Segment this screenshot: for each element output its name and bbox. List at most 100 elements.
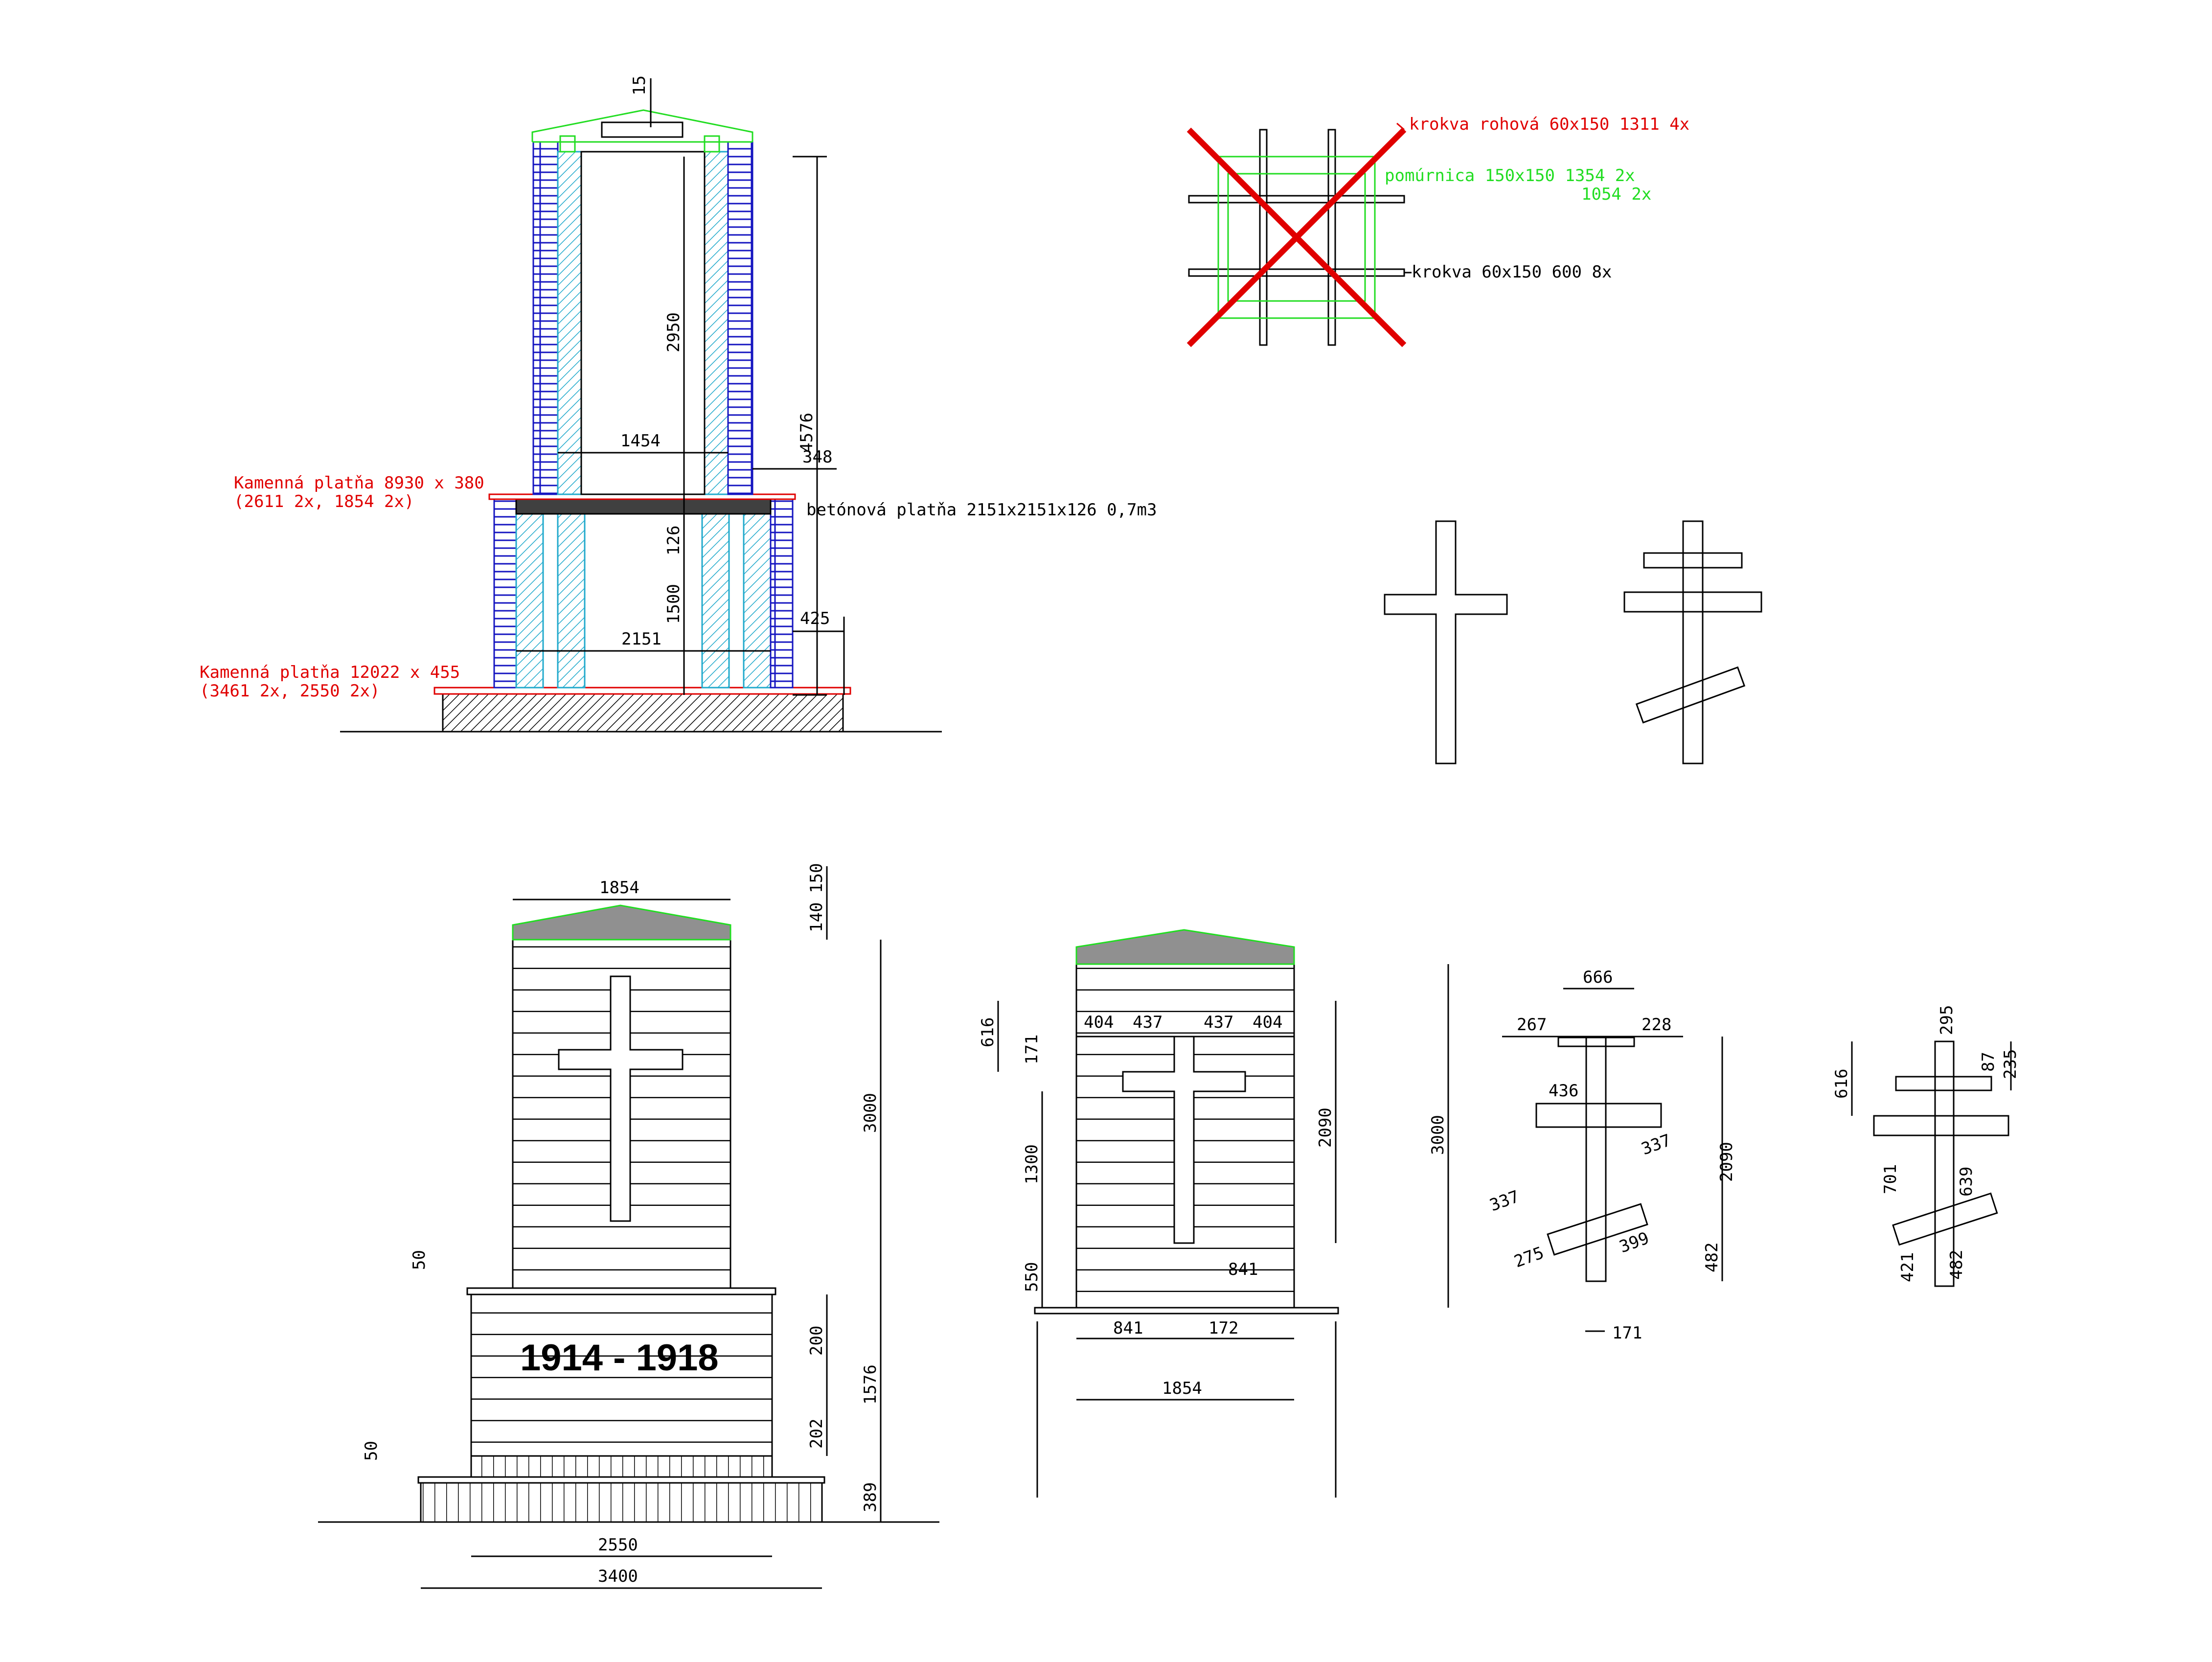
dim-2151: 2151 [621, 629, 661, 649]
front-dim-202: 202 [807, 1419, 826, 1449]
rafter-plan [1186, 122, 1412, 347]
side-roof [1075, 929, 1295, 965]
front-dim-2550: 2550 [598, 1535, 638, 1555]
cd1-dim-666: 666 [1583, 968, 1613, 987]
side-dim-404b: 404 [1253, 1013, 1282, 1032]
cd2-dim-639: 639 [1957, 1167, 1976, 1197]
cross-detail-1 [1447, 964, 1723, 1332]
side-dim-1300: 1300 [1022, 1144, 1042, 1184]
roof-truss-left [559, 135, 576, 153]
front-dim-150: 150 [807, 863, 826, 893]
memorial-years: 1914 - 1918 [520, 1337, 719, 1379]
side-dim-616: 616 [978, 1017, 998, 1047]
cross-detail-2 [1851, 1040, 2012, 1287]
cd1-stem [1585, 1036, 1607, 1282]
cd1-dim-337b: 337 [1639, 1131, 1673, 1159]
side-dim-437b: 437 [1204, 1013, 1233, 1032]
front-dim-200: 200 [807, 1326, 826, 1356]
stone-upper-label: Kamenná platňa 8930 x 380 [234, 473, 484, 493]
cd1-dim-228: 228 [1642, 1015, 1671, 1035]
cd2-main-bar [1873, 1115, 2009, 1136]
stone-lower-label: Kamenná platňa 12022 x 455 [200, 663, 460, 682]
front-dim-1576: 1576 [861, 1364, 880, 1405]
cd2-dim-616: 616 [1832, 1069, 1851, 1099]
cd2-dim-482: 482 [1947, 1250, 1966, 1280]
front-plinth-slats [470, 1455, 773, 1478]
cd1-dim-267: 267 [1517, 1015, 1547, 1035]
concrete-label: betónová platňa 2151x2151x126 0,7m3 [806, 500, 1157, 520]
purlin-label-2: 1054 2x [1581, 185, 1651, 204]
cd1-dim-171: 171 [1612, 1323, 1642, 1343]
rafter-horizontal-1 [1188, 195, 1405, 204]
cd1-foot-bar [1547, 1203, 1648, 1256]
cd2-dim-701: 701 [1881, 1164, 1900, 1194]
inner-opening [580, 151, 706, 495]
dim-126: 126 [664, 526, 684, 555]
cd1-dim-2090: 2090 [1717, 1142, 1736, 1182]
section-view: 15 2950 4576 1454 348 126 1500 425 2151 [340, 75, 942, 733]
cd1-dim-482: 482 [1702, 1243, 1722, 1272]
cd1-dim-3000: 3000 [1428, 1115, 1448, 1155]
front-dim-50a: 50 [410, 1250, 429, 1270]
cd2-dim-87: 87 [1979, 1052, 1998, 1072]
roof-truss-right [704, 135, 720, 153]
side-view [997, 929, 1339, 1498]
rafter-vertical-1 [1259, 129, 1268, 346]
rafter-common-label: krokva 60x150 600 8x [1412, 262, 1612, 282]
side-dim-171: 171 [1022, 1035, 1042, 1064]
side-dim-2090: 2090 [1316, 1108, 1335, 1148]
lower-wall-left-inner [515, 513, 544, 689]
rafter-vertical-2 [1327, 129, 1336, 346]
cd1-dim-337a: 337 [1487, 1187, 1522, 1216]
front-dim-140: 140 [807, 902, 826, 932]
front-view [318, 866, 939, 1589]
cd2-dim-235: 235 [2001, 1049, 2020, 1079]
front-dim-1854: 1854 [599, 878, 639, 898]
front-dim-50b: 50 [362, 1441, 381, 1461]
rafter-horizontal-2 [1188, 268, 1405, 277]
concrete-slab [515, 498, 772, 515]
purlin-outer [1217, 156, 1376, 319]
dim-15: 15 [630, 75, 649, 95]
dim-1454: 1454 [620, 431, 661, 451]
section-foundation [442, 693, 844, 733]
lower-wall-left-outer [493, 498, 517, 689]
upper-wall-right-outer [727, 141, 753, 495]
rafter-corner-label: krokva rohová 60x150 1311 4x [1409, 115, 1689, 134]
lower-wall-left-mid [557, 513, 586, 689]
dim-348: 348 [802, 447, 832, 467]
ridge-beam [601, 121, 684, 138]
side-dim-1854: 1854 [1162, 1379, 1202, 1398]
side-dim-172: 172 [1209, 1318, 1238, 1338]
section-roof [531, 109, 753, 142]
cross-orthodox-outline [1623, 520, 1762, 764]
lower-wall-right-inner [743, 513, 772, 689]
cd2-dim-421: 421 [1898, 1252, 1917, 1282]
cd1-dim-275: 275 [1511, 1243, 1546, 1272]
side-dim-550: 550 [1022, 1262, 1042, 1292]
cd1-top-bar [1557, 1037, 1635, 1047]
front-mid-cap [466, 1287, 776, 1295]
stone-lower-sub: (3461 2x, 2550 2x) [200, 681, 380, 701]
dim-2950: 2950 [664, 312, 684, 352]
cross-latin-outline [1384, 520, 1508, 764]
purlin-inner [1227, 173, 1366, 302]
cd1-main-bar [1535, 1103, 1662, 1128]
upper-wall-left-inner [557, 151, 582, 495]
stone-upper-sub: (2611 2x, 1854 2x) [234, 492, 414, 511]
front-base-cap [417, 1476, 825, 1484]
front-dim-3400: 3400 [598, 1567, 638, 1586]
dim-1500: 1500 [664, 584, 684, 624]
cd2-foot-bar [1892, 1192, 1998, 1246]
side-dim-841b: 841 [1113, 1318, 1143, 1338]
cd2-top-bar [1895, 1076, 1992, 1091]
dim-4576: 4576 [797, 413, 817, 453]
front-base-slats [420, 1482, 823, 1523]
purlin-label: pomúrnica 150x150 1354 2x [1385, 166, 1635, 185]
corner-rafter-2 [1186, 127, 1407, 347]
front-cross [558, 975, 684, 1222]
cd2-dim-295: 295 [1937, 1005, 1957, 1035]
lower-wall-right-outer [770, 498, 794, 689]
side-dim-437a: 437 [1133, 1013, 1163, 1032]
corner-rafter-leader [1396, 122, 1405, 131]
